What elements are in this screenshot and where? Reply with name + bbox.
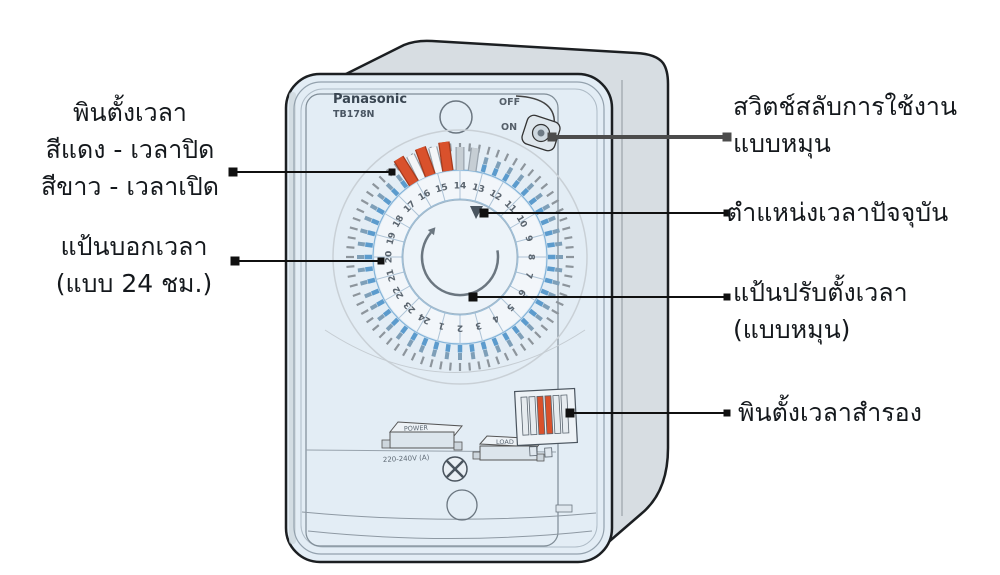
brand-text: Panasonic [333,92,407,107]
cover-left-shade [289,92,296,544]
svg-text:9: 9 [522,234,533,243]
load-terminal-front [479,445,538,461]
svg-text:7: 7 [522,271,533,280]
svg-text:15: 15 [434,182,449,195]
power-terminal-front [389,431,455,449]
top-knockout-circle [439,100,473,134]
svg-text:13: 13 [471,182,486,195]
label-line: สีแดง - เวลาปิด [45,135,215,164]
label-line: แป้นบอกเวลา [60,232,208,261]
power-terminal-tab [453,441,463,451]
svg-text:2: 2 [457,323,463,333]
power-terminal: POWER 220-240V (A) [381,421,463,464]
rotation-arrow-arc [420,231,500,297]
inner-plate-edge [305,93,559,547]
label-line: ตำแหน่งเวลาปัจจุบัน [726,198,949,227]
label-spare-pins: พินตั้งเวลาสำรอง [738,394,922,431]
leader-spare-pins [565,408,731,418]
leader-set-time-pins [228,167,396,177]
svg-text:6: 6 [515,287,527,297]
cover-bottom-seam-1 [301,511,597,520]
svg-text:14: 14 [454,182,467,192]
svg-text:19: 19 [385,231,398,246]
label-set-time-pins: พินตั้งเวลา สีแดง - เวลาปิด สีขาว - เวลา… [25,94,235,205]
spare-pins-holder [513,387,579,458]
leader-current-time [479,208,731,218]
load-terminal-tab [536,453,545,462]
label-line: (แบบหมุน) [733,315,851,344]
screw-icon [442,456,468,482]
svg-text:3: 3 [474,319,483,330]
model-text: TB178N [333,109,375,120]
cover-seam-outer [293,81,605,555]
spare-pins [520,394,570,436]
label-line: สีขาว - เวลาเปิด [41,172,219,201]
terminal-area: POWER 220-240V (A) LOAD [305,421,557,521]
label-setting-dial: แป้นปรับตั้งเวลา (แบบหมุน) [733,274,908,348]
label-line: (แบบ 24 ชม.) [55,269,213,298]
switch-knob-center [537,129,545,137]
leader-rotary-switch [547,132,732,142]
label-line: พินตั้งเวลาสำรอง [738,398,922,427]
svg-text:1: 1 [437,319,446,330]
power-terminal-label: POWER [404,424,429,433]
svg-text:20: 20 [385,251,395,264]
leader-time-dial [230,256,385,266]
voltage-label: 220-240V (A) [383,454,430,464]
branding: Panasonic TB178N [333,92,407,120]
cover-bottom-seam-2 [307,530,593,539]
load-terminal-label: LOAD [496,438,514,446]
switch-on-text: ON [501,122,517,133]
svg-text:5: 5 [504,301,516,313]
label-current-time-position: ตำแหน่งเวลาปัจจุบัน [726,194,948,231]
rotation-arrow-head [427,227,436,236]
svg-text:21: 21 [385,268,398,283]
label-time-dial-24h: แป้นบอกเวลา (แบบ 24 ชม.) [30,228,238,302]
spare-peg [544,447,553,458]
cover-seam-inner [300,88,598,548]
label-line: สวิตช์สลับการใช้งาน [733,92,958,121]
label-line: แบบหมุน [733,129,831,158]
bottom-knockout-circle [446,489,478,521]
power-terminal-tab [381,439,391,449]
cover-clip [555,504,573,513]
label-line: พินตั้งเวลา [73,98,187,127]
spare-peg [529,446,538,457]
leader-lines [228,132,732,418]
svg-text:4: 4 [490,312,500,324]
rotary-mode-switch: OFF ON [499,95,561,152]
label-rotary-switch: สวิตช์สลับการใช้งาน แบบหมุน [733,88,957,162]
leader-setting-dial [468,292,731,302]
label-line: แป้นปรับตั้งเวลา [733,278,908,307]
load-terminal-tab [472,451,481,460]
svg-text:8: 8 [526,254,536,260]
switch-off-text: OFF [499,97,520,108]
